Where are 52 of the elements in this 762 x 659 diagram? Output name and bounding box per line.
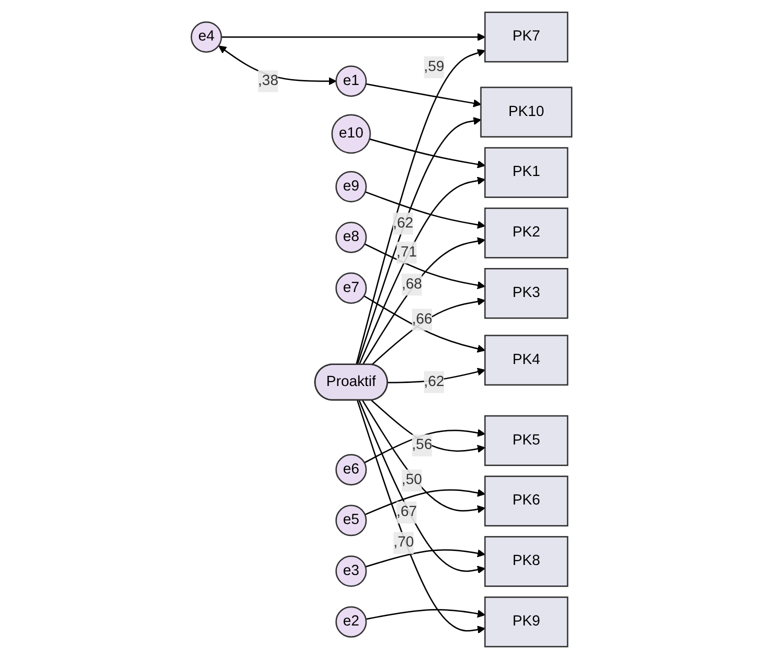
arrow xyxy=(362,400,485,514)
arrow xyxy=(363,295,485,353)
edge-label: ,56 xyxy=(411,437,432,453)
node-box: PK8 xyxy=(484,536,568,587)
edge-label: ,59 xyxy=(423,59,444,75)
node-circle: e8 xyxy=(334,222,366,254)
node-circle: e6 xyxy=(334,454,366,486)
node-box: PK2 xyxy=(484,208,568,258)
node-circle: e1 xyxy=(334,65,366,97)
edge-label: ,38 xyxy=(257,72,278,89)
edge-label: ,66 xyxy=(411,311,432,328)
node-circle: e5 xyxy=(334,504,366,536)
arrow xyxy=(365,83,481,108)
arrow xyxy=(365,609,485,620)
arrow xyxy=(362,237,485,366)
arrow xyxy=(370,298,485,366)
arrow xyxy=(218,46,336,86)
arrow xyxy=(356,117,481,365)
edge-label: ,62 xyxy=(392,215,413,231)
arrow xyxy=(364,549,485,568)
node-circle: e10 xyxy=(330,114,370,154)
arrow xyxy=(364,488,485,516)
arrow xyxy=(387,368,485,384)
node-circle: e3 xyxy=(334,556,366,587)
arrow xyxy=(220,33,485,42)
node-circle: e7 xyxy=(334,272,366,304)
edge-label: ,70 xyxy=(393,534,414,550)
node-box: PK3 xyxy=(484,268,568,319)
arrow xyxy=(364,243,485,290)
node-box: PK7 xyxy=(484,12,568,62)
arrow xyxy=(358,400,485,574)
node-circle: e2 xyxy=(334,606,366,638)
node-box: PK9 xyxy=(484,596,568,648)
node-box: PK4 xyxy=(484,334,568,386)
edge-label: ,68 xyxy=(401,276,422,292)
edge-label: ,62 xyxy=(423,374,444,390)
arrow xyxy=(364,191,485,229)
node-box: PK5 xyxy=(484,415,568,466)
edge-label: ,50 xyxy=(401,472,422,488)
arrow xyxy=(355,49,485,365)
node-box: PK1 xyxy=(484,147,568,198)
node-box: PK6 xyxy=(484,476,568,526)
arrow xyxy=(358,176,485,365)
node-circle: e9 xyxy=(334,171,366,202)
node-box: PK10 xyxy=(480,86,572,138)
arrow xyxy=(364,428,485,464)
edge-label: ,67 xyxy=(396,504,416,520)
arrow xyxy=(356,400,485,634)
node-circle: e4 xyxy=(190,21,222,53)
arrow xyxy=(370,400,485,453)
edge-label: ,71 xyxy=(396,244,416,260)
arrow xyxy=(368,138,485,168)
